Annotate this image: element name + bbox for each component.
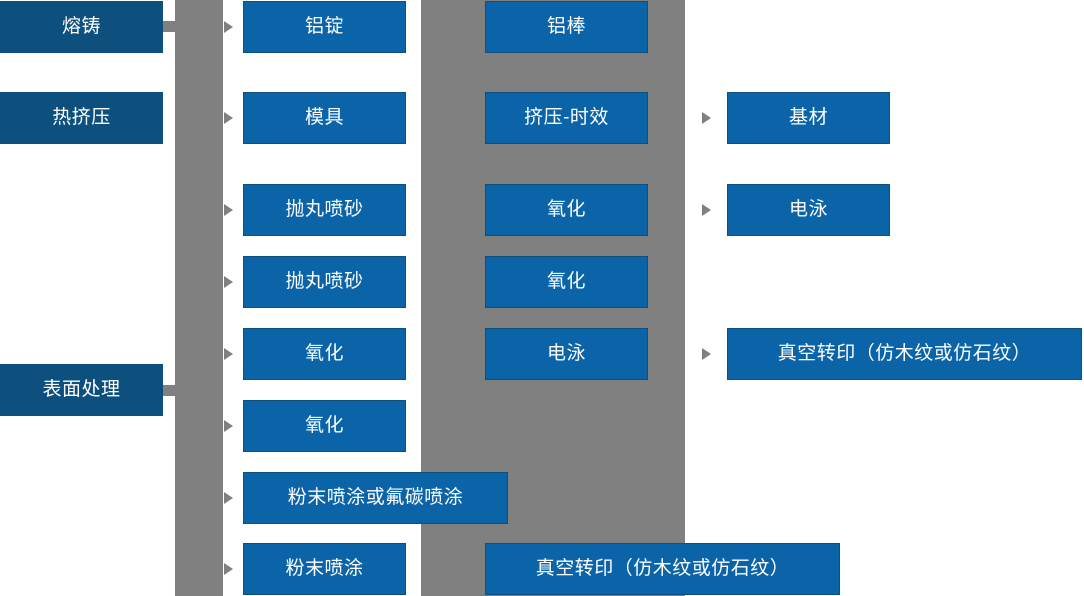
process-node-a4[interactable]: 抛丸喷砂 — [243, 256, 406, 308]
stage-node-2[interactable]: 热挤压 — [0, 92, 163, 144]
connector-bar-left — [175, 0, 223, 596]
process-node-c2-label: 电泳 — [788, 198, 828, 220]
process-node-b2[interactable]: 挤压-时效 — [485, 92, 648, 144]
process-node-b3-label: 氧化 — [546, 198, 586, 220]
connector-stage3-stub — [162, 385, 180, 396]
process-node-b1-label: 铝棒 — [546, 15, 586, 37]
process-node-a1[interactable]: 铝锭 — [243, 1, 406, 53]
process-node-b3[interactable]: 氧化 — [485, 184, 648, 236]
process-node-c3[interactable]: 真空转印（仿木纹或仿石纹） — [727, 328, 1082, 380]
arrow-to-c2 — [702, 204, 711, 216]
arrow-to-a5 — [224, 348, 233, 360]
tick-line-b6 — [427, 569, 489, 571]
tick-line-b4 — [427, 282, 489, 284]
arrow-to-a7 — [224, 492, 233, 504]
process-node-a5[interactable]: 氧化 — [243, 328, 406, 380]
tick-line-b3 — [427, 210, 489, 212]
process-node-b6-label: 真空转印（仿木纹或仿石纹） — [535, 557, 790, 579]
process-node-b2-label: 挤压-时效 — [524, 106, 609, 128]
tick-line-b5 — [427, 354, 489, 356]
process-node-a6[interactable]: 氧化 — [243, 400, 406, 452]
process-node-c2[interactable]: 电泳 — [727, 184, 890, 236]
process-node-a2-label: 模具 — [304, 106, 344, 128]
arrow-to-a3 — [224, 204, 233, 216]
stage-node-1[interactable]: 熔铸 — [0, 1, 163, 53]
process-node-a2[interactable]: 模具 — [243, 92, 406, 144]
arrow-to-a6 — [224, 420, 233, 432]
process-node-b5-label: 电泳 — [546, 342, 586, 364]
arrow-to-a2 — [224, 112, 233, 124]
process-node-c1[interactable]: 基材 — [727, 92, 890, 144]
arrow-to-c1 — [702, 112, 711, 124]
process-node-a7-label: 粉末喷涂或氟碳喷涂 — [287, 486, 464, 508]
process-node-a3-label: 抛丸喷砂 — [285, 198, 364, 220]
process-node-b6[interactable]: 真空转印（仿木纹或仿石纹） — [485, 543, 840, 595]
process-node-a6-label: 氧化 — [304, 414, 344, 436]
tick-line-b2 — [427, 118, 489, 120]
arrow-to-a4 — [224, 276, 233, 288]
process-node-b5[interactable]: 电泳 — [485, 328, 648, 380]
process-node-a3[interactable]: 抛丸喷砂 — [243, 184, 406, 236]
arrow-to-c3 — [702, 348, 711, 360]
process-node-a7[interactable]: 粉末喷涂或氟碳喷涂 — [243, 472, 508, 524]
stage-node-1-label: 熔铸 — [61, 15, 101, 37]
process-node-b4[interactable]: 氧化 — [485, 256, 648, 308]
stage-node-3[interactable]: 表面处理 — [0, 364, 163, 416]
process-node-b1[interactable]: 铝棒 — [485, 1, 648, 53]
process-node-a8-label: 粉末喷涂 — [285, 557, 364, 579]
process-node-c1-label: 基材 — [788, 106, 828, 128]
process-node-a8[interactable]: 粉末喷涂 — [243, 543, 406, 595]
arrow-to-a1 — [224, 21, 233, 33]
process-node-c3-label: 真空转印（仿木纹或仿石纹） — [777, 342, 1032, 364]
process-node-a1-label: 铝锭 — [304, 15, 344, 37]
arrow-to-a8 — [224, 563, 233, 575]
process-node-b4-label: 氧化 — [546, 270, 586, 292]
process-node-a4-label: 抛丸喷砂 — [285, 270, 364, 292]
connector-bar-middle — [421, 0, 439, 596]
process-node-a5-label: 氧化 — [304, 342, 344, 364]
connector-stage1-stub — [162, 21, 180, 32]
stage-node-2-label: 热挤压 — [52, 106, 111, 128]
stage-node-3-label: 表面处理 — [42, 378, 121, 400]
